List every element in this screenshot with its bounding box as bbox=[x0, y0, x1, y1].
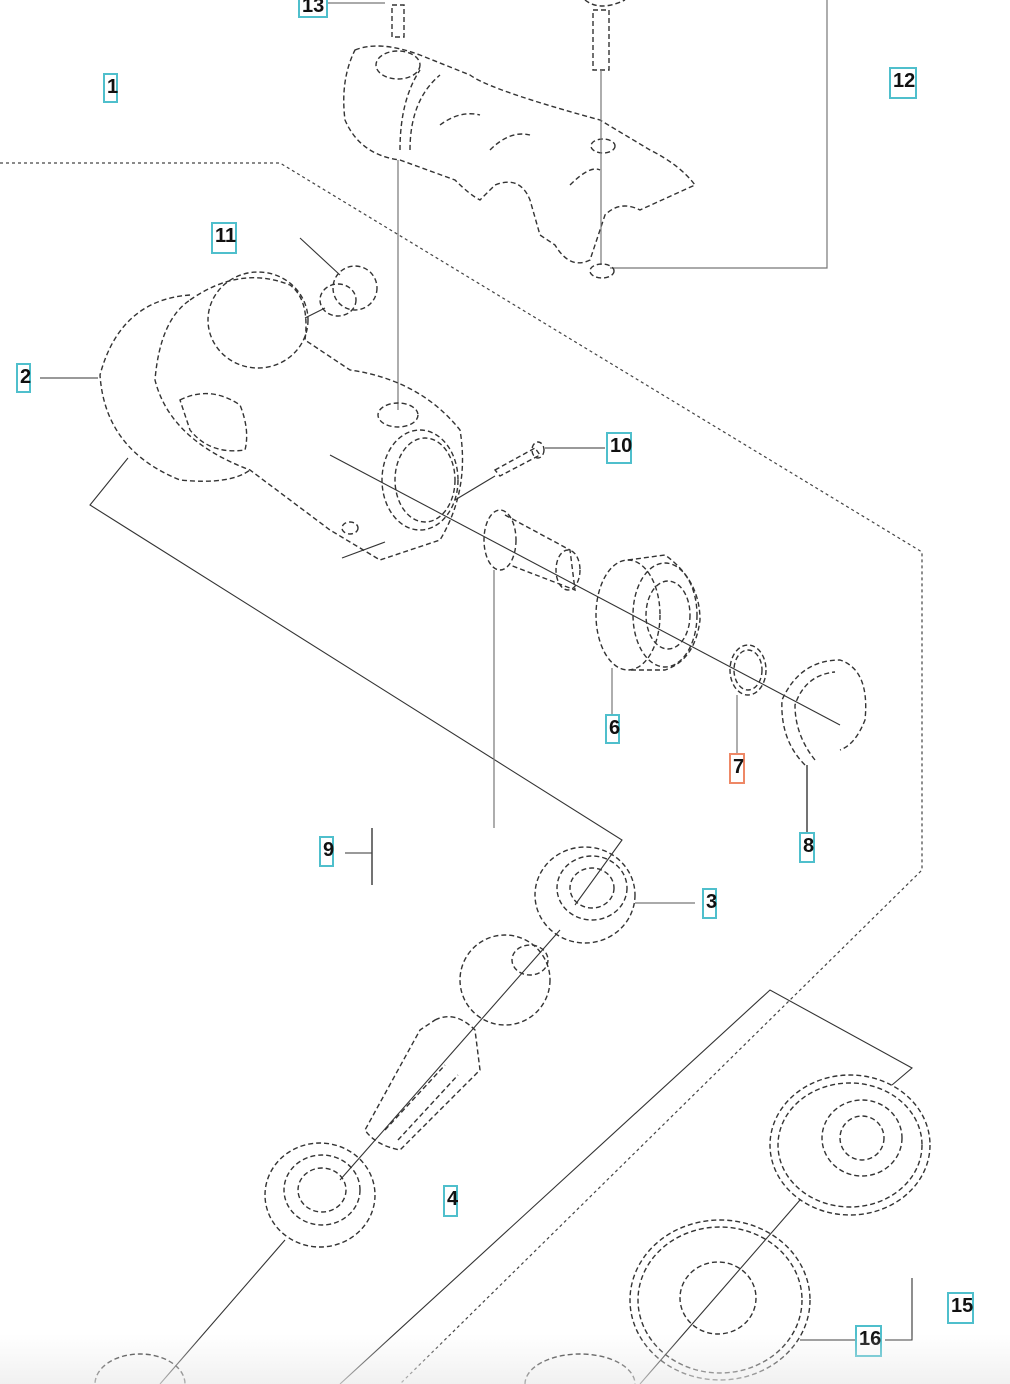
callout-8[interactable]: 8 bbox=[799, 832, 815, 863]
bracket-9 bbox=[89, 457, 623, 906]
part-lower-edge bbox=[524, 1353, 636, 1384]
leader-15 bbox=[885, 1278, 913, 1341]
circlip-8 bbox=[781, 659, 867, 835]
gear-housing bbox=[99, 271, 464, 561]
callout-10[interactable]: 11 bbox=[211, 222, 237, 254]
callout-11[interactable]: 10 bbox=[606, 432, 632, 464]
callout-9[interactable]: 9 bbox=[319, 836, 334, 867]
callout-2[interactable]: 2 bbox=[16, 363, 31, 393]
bearing-lower bbox=[159, 1142, 376, 1384]
washer-16 bbox=[629, 1199, 811, 1384]
callout-1[interactable]: 1 bbox=[103, 73, 118, 103]
callout-4[interactable]: 4 bbox=[443, 1185, 458, 1217]
callout-7-selected[interactable]: 7 bbox=[729, 753, 745, 784]
ring-lower bbox=[94, 1353, 186, 1384]
callout-6[interactable]: 6 bbox=[605, 714, 620, 744]
group-15-outline bbox=[339, 989, 913, 1384]
gear-shaft-4 bbox=[339, 929, 561, 1181]
callout-13[interactable]: 13 bbox=[298, 0, 328, 18]
leader-12 bbox=[610, 0, 828, 269]
callout-16[interactable]: 16 bbox=[855, 1325, 882, 1357]
callout-3[interactable]: 3 bbox=[702, 888, 717, 919]
group-boundary bbox=[0, 162, 923, 1384]
ring-7 bbox=[729, 644, 767, 755]
clamp-part bbox=[343, 0, 697, 279]
callout-15[interactable]: 15 bbox=[947, 1292, 974, 1324]
flange-plate bbox=[769, 1074, 931, 1216]
bearing-3 bbox=[534, 846, 695, 944]
pinion-gear bbox=[483, 509, 581, 592]
plug-part bbox=[299, 237, 378, 319]
axis-line-main bbox=[329, 454, 841, 726]
screw-part bbox=[454, 441, 605, 501]
bearing-6 bbox=[595, 554, 701, 715]
callout-12[interactable]: 12 bbox=[889, 67, 917, 99]
leader-housing bbox=[341, 541, 386, 559]
